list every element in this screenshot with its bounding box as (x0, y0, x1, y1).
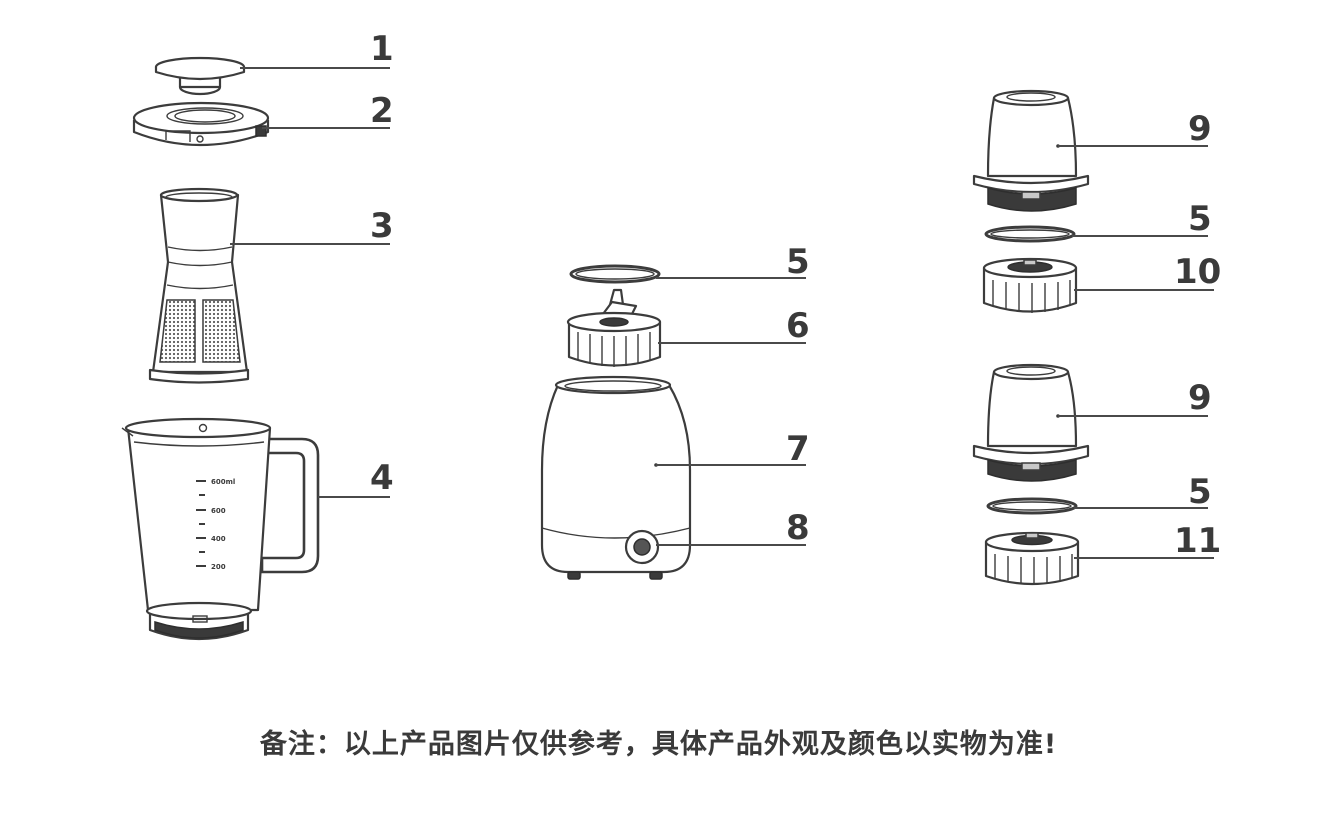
jug-scale-marks: 600ml 600 400 200 (196, 478, 235, 571)
part-8-control-knob (624, 529, 660, 565)
callout-2: 2 (370, 91, 394, 131)
part-5-sealing-ring-right-bottom (986, 497, 1078, 515)
disclaimer-note: 备注：以上产品图片仅供参考，具体产品外观及颜色以实物为准! (259, 729, 1058, 760)
part-5-sealing-ring-center (569, 264, 661, 284)
part-2-lid (132, 101, 270, 147)
callout-1: 1 (370, 29, 394, 69)
callout-5c: 5 (1188, 472, 1212, 512)
part-5-sealing-ring-right-top (984, 225, 1076, 243)
callout-7: 7 (786, 429, 810, 469)
part-11-grinder-base (984, 531, 1080, 586)
part-10-blade-base (982, 257, 1078, 313)
part-7-motor-base (540, 375, 692, 580)
callout-3: 3 (370, 206, 394, 246)
callout-6: 6 (786, 306, 810, 346)
scale-label-600ml: 600ml (211, 478, 235, 486)
scale-label-200: 200 (211, 563, 226, 571)
part-4-jug: 600ml 600 400 200 (121, 417, 320, 641)
scale-label-600: 600 (211, 507, 226, 515)
part-3-strainer (148, 187, 250, 384)
callout-8: 8 (786, 508, 810, 548)
callout-9b: 9 (1188, 378, 1212, 418)
callout-4: 4 (370, 458, 394, 498)
scale-label-400: 400 (211, 535, 226, 543)
callout-9a: 9 (1188, 109, 1212, 149)
callout-11: 11 (1174, 521, 1221, 561)
callout-5a: 5 (786, 242, 810, 282)
part-6-blade-assembly (566, 288, 662, 367)
part-9-chopper-cup-bottom (972, 363, 1090, 482)
callout-5b: 5 (1188, 199, 1212, 239)
callout-10: 10 (1174, 252, 1221, 292)
part-9-chopper-cup-top (972, 89, 1090, 212)
part-1-lid-cap (154, 56, 246, 96)
